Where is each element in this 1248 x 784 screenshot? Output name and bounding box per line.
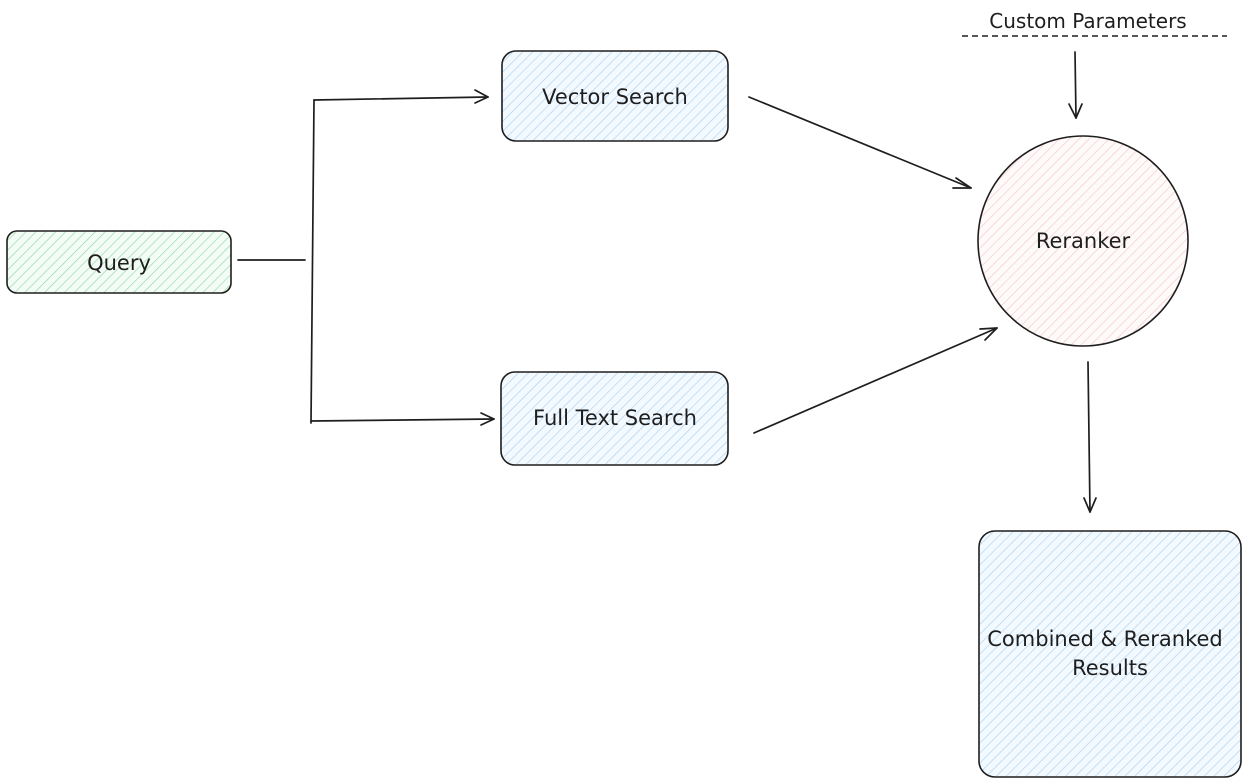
results-node-box [978,530,1242,778]
edge-full-text-search-to-reranker [753,327,998,434]
reranker-node: Reranker [977,135,1189,347]
edge-query-split [237,99,315,424]
results-node-label-line-2: Results [1072,656,1148,680]
edge-custom-parameters-to-reranker [1068,51,1083,119]
vector-search-node: Vector Search [501,50,729,142]
full-text-search-node: Full Text Search [500,371,729,466]
custom-parameters-label: Custom Parameters [989,9,1186,33]
results-node: Combined & Reranked Results [978,530,1242,778]
full-text-search-node-label: Full Text Search [533,406,697,430]
query-node-box [6,230,232,294]
reranker-node-label: Reranker [1036,229,1131,253]
edge-reranker-to-results [1083,361,1097,513]
full-text-search-node-box [500,371,729,466]
results-node-label-line-1: Combined & Reranked [987,627,1222,651]
edge-vector-search-to-reranker [748,96,972,189]
query-node: Query [6,230,232,294]
query-node-label: Query [87,251,151,275]
vector-search-node-label: Vector Search [542,85,688,109]
vector-search-node-box [501,50,729,142]
edge-query-to-full-text-search [310,412,495,426]
edge-query-to-vector-search [313,89,489,104]
reranker-node-circle [977,135,1189,347]
